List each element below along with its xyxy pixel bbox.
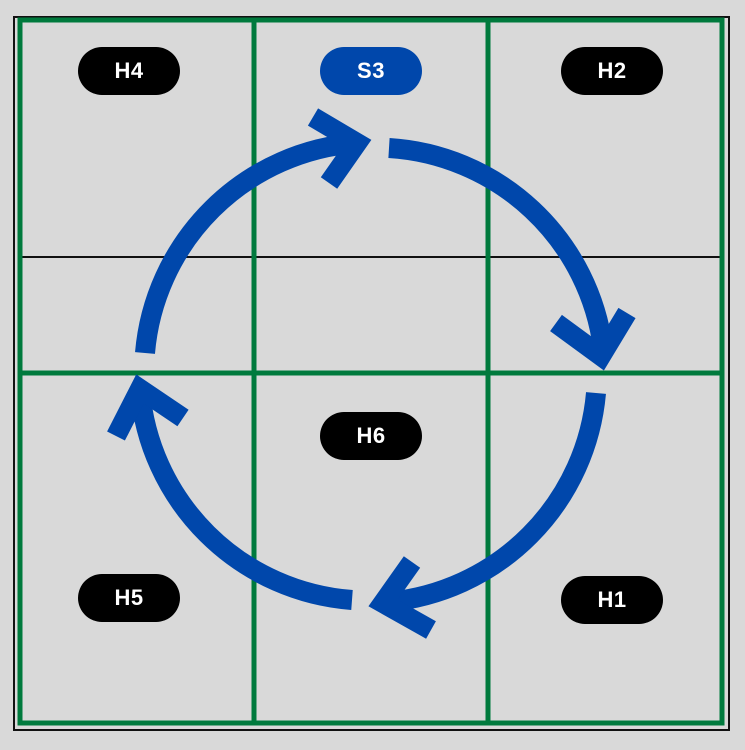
arrow-arc-bottom-right bbox=[387, 392, 606, 612]
label-top-center: S3 bbox=[320, 47, 422, 95]
grid-lines bbox=[17, 17, 725, 726]
label-bottom-left: H5 bbox=[78, 574, 180, 622]
arrow-head-right bbox=[550, 307, 636, 371]
arrow-arc-top-left bbox=[135, 133, 358, 354]
label-middle-center: H6 bbox=[320, 412, 422, 460]
label-top-left: H4 bbox=[78, 47, 180, 95]
arrow-head-top bbox=[307, 108, 372, 189]
arrow-arc-top-right bbox=[388, 138, 613, 350]
arrow-arc-bottom-left bbox=[130, 389, 353, 610]
outer-frame bbox=[13, 16, 730, 731]
circular-arrows-icon bbox=[107, 108, 636, 639]
label-top-right: H2 bbox=[561, 47, 663, 95]
arrow-head-bottom bbox=[368, 556, 436, 639]
arrow-head-left bbox=[107, 374, 189, 441]
label-bottom-right: H1 bbox=[561, 576, 663, 624]
